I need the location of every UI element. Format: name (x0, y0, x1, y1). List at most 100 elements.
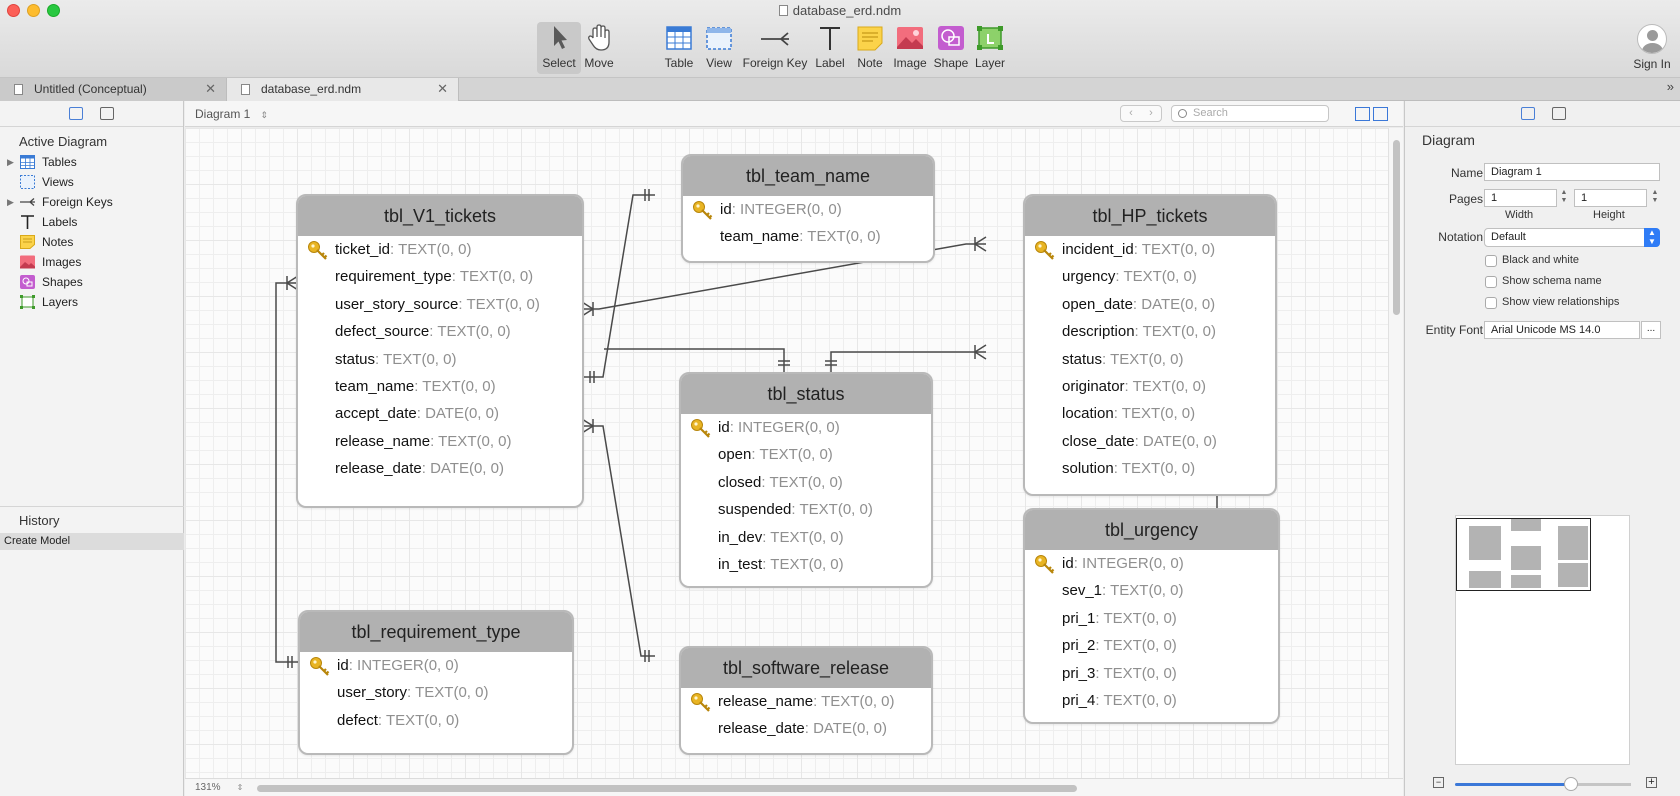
vertical-scrollbar[interactable] (1388, 128, 1403, 778)
disclosure-triangle-icon[interactable]: ▶ (7, 157, 14, 167)
field-row[interactable]: pri_2: TEXT(0, 0) (1062, 637, 1177, 655)
field-row[interactable]: incident_id: TEXT(0, 0) (1025, 236, 1275, 263)
minimize-window-button[interactable] (27, 4, 40, 17)
field-row[interactable]: release_date: DATE(0, 0) (335, 460, 504, 478)
diagram-selector[interactable]: Diagram 1⇕ (195, 107, 268, 121)
tab-untitled-conceptual[interactable]: Untitled (Conceptual) ✕ (0, 78, 227, 101)
field-row[interactable]: user_story_source: TEXT(0, 0) (335, 295, 540, 313)
field-row[interactable]: open: TEXT(0, 0) (718, 446, 833, 464)
foreign-key-tool-button[interactable]: Foreign Key (743, 22, 807, 74)
field-row[interactable]: in_dev: TEXT(0, 0) (718, 528, 844, 546)
field-row[interactable]: release_name: TEXT(0, 0) (335, 432, 512, 450)
field-row[interactable]: status: TEXT(0, 0) (1062, 350, 1184, 368)
field-row[interactable]: id: INTEGER(0, 0) (300, 652, 572, 679)
entity-font-picker-button[interactable]: ... (1641, 321, 1661, 339)
entity-tbl-requirement-type[interactable]: tbl_requirement_type id: INTEGER(0, 0) u… (298, 610, 574, 755)
back-chevron-icon[interactable]: ‹ (1129, 107, 1133, 119)
table-tool-button[interactable]: Table (657, 22, 701, 74)
field-row[interactable]: suspended: TEXT(0, 0) (718, 501, 873, 519)
tab-database-erd[interactable]: database_erd.ndm ✕ (227, 78, 459, 101)
field-row[interactable]: accept_date: DATE(0, 0) (335, 405, 499, 423)
toggle-right-panel-icon[interactable] (1373, 107, 1388, 121)
zoom-slider-knob[interactable] (1564, 777, 1578, 791)
field-row[interactable]: closed: TEXT(0, 0) (718, 473, 843, 491)
entity-tbl-hp-tickets[interactable]: tbl_HP_tickets incident_id: TEXT(0, 0) u… (1023, 194, 1277, 496)
entity-tbl-software-release[interactable]: tbl_software_release release_name: TEXT(… (679, 646, 933, 755)
diagram-canvas[interactable]: tbl_V1_tickets ticket_id: TEXT(0, 0) req… (185, 128, 1388, 778)
field-row[interactable]: id: INTEGER(0, 0) (681, 414, 931, 441)
diagram-overview-minimap[interactable] (1455, 515, 1630, 765)
label-tool-button[interactable]: Label (808, 22, 852, 74)
pages-width-stepper[interactable]: ▲▼ (1560, 189, 1568, 204)
select-tool-button[interactable]: Select (537, 22, 581, 74)
entity-font-field[interactable]: Arial Unicode MS 14.0 (1484, 321, 1640, 339)
field-row[interactable]: defect: TEXT(0, 0) (337, 711, 460, 729)
field-row[interactable]: pri_4: TEXT(0, 0) (1062, 691, 1177, 709)
tree-item-views[interactable]: Views (20, 173, 170, 191)
field-row[interactable]: location: TEXT(0, 0) (1062, 405, 1196, 423)
horizontal-scroll-thumb[interactable] (257, 785, 1077, 792)
properties-tab-icon[interactable] (1521, 107, 1535, 120)
field-row[interactable]: id: INTEGER(0, 0) (683, 196, 933, 223)
sign-in-button[interactable]: Sign In (1632, 24, 1672, 71)
checkbox-box[interactable] (1485, 297, 1497, 309)
vertical-scroll-thumb[interactable] (1393, 140, 1400, 315)
entity-tbl-status[interactable]: tbl_status id: INTEGER(0, 0) open: TEXT(… (679, 372, 933, 588)
model-tree-tab-icon[interactable] (69, 107, 83, 120)
close-tab-icon[interactable]: ✕ (205, 81, 216, 96)
pages-height-field[interactable]: 1 (1574, 189, 1647, 207)
toggle-left-panel-icon[interactable] (1355, 107, 1370, 121)
zoom-in-icon[interactable]: + (1646, 777, 1657, 788)
disclosure-triangle-icon[interactable]: ▶ (7, 197, 14, 207)
field-row[interactable]: originator: TEXT(0, 0) (1062, 377, 1206, 395)
field-row[interactable]: solution: TEXT(0, 0) (1062, 460, 1196, 478)
tree-item-labels[interactable]: Labels (20, 213, 170, 231)
zoom-out-icon[interactable]: − (1433, 777, 1444, 788)
image-tool-button[interactable]: Image (888, 22, 932, 74)
pages-width-field[interactable]: 1 (1484, 189, 1557, 207)
move-tool-button[interactable]: Move (577, 22, 621, 74)
view-tool-button[interactable]: View (697, 22, 741, 74)
viewport-frame[interactable] (1456, 518, 1591, 591)
close-window-button[interactable] (7, 4, 20, 17)
field-row[interactable]: status: TEXT(0, 0) (335, 350, 457, 368)
field-row[interactable]: in_test: TEXT(0, 0) (718, 555, 844, 573)
field-row[interactable]: description: TEXT(0, 0) (1062, 323, 1216, 341)
tree-item-notes[interactable]: Notes (20, 233, 170, 251)
field-row[interactable]: urgency: TEXT(0, 0) (1062, 268, 1197, 286)
shape-tool-button[interactable]: Shape (929, 22, 973, 74)
field-row[interactable]: sev_1: TEXT(0, 0) (1062, 582, 1184, 600)
zoom-window-button[interactable] (47, 4, 60, 17)
search-input[interactable]: Search (1171, 105, 1329, 122)
tab-overflow-chevron-icon[interactable]: » (1666, 79, 1674, 94)
field-row[interactable]: ticket_id: TEXT(0, 0) (298, 236, 582, 263)
black-and-white-checkbox[interactable]: Black and white (1485, 254, 1579, 267)
notation-select[interactable]: Default▲▼ (1484, 228, 1660, 247)
gallery-tab-icon[interactable] (100, 107, 114, 120)
show-view-relationships-checkbox[interactable]: Show view relationships (1485, 296, 1619, 309)
field-row[interactable]: requirement_type: TEXT(0, 0) (335, 268, 534, 286)
checkbox-box[interactable] (1485, 255, 1497, 267)
field-row[interactable]: team_name: TEXT(0, 0) (720, 228, 881, 246)
field-row[interactable]: pri_1: TEXT(0, 0) (1062, 609, 1177, 627)
entity-tbl-urgency[interactable]: tbl_urgency id: INTEGER(0, 0) sev_1: TEX… (1023, 508, 1280, 724)
zoom-slider-track[interactable] (1455, 783, 1631, 786)
entity-tbl-team-name[interactable]: tbl_team_name id: INTEGER(0, 0) team_nam… (681, 154, 935, 263)
checkbox-box[interactable] (1485, 276, 1497, 288)
tree-item-shapes[interactable]: Shapes (20, 273, 170, 291)
entity-tbl-v1-tickets[interactable]: tbl_V1_tickets ticket_id: TEXT(0, 0) req… (296, 194, 584, 508)
field-row[interactable]: release_date: DATE(0, 0) (718, 720, 887, 738)
tree-item-images[interactable]: Images (20, 253, 170, 271)
field-row[interactable]: team_name: TEXT(0, 0) (335, 377, 496, 395)
field-row[interactable]: id: INTEGER(0, 0) (1025, 550, 1278, 577)
history-item[interactable]: Create Model (0, 533, 184, 550)
pages-height-stepper[interactable]: ▲▼ (1651, 189, 1659, 204)
field-row[interactable]: pri_3: TEXT(0, 0) (1062, 664, 1177, 682)
field-row[interactable]: open_date: DATE(0, 0) (1062, 295, 1216, 313)
field-row[interactable]: user_story: TEXT(0, 0) (337, 684, 489, 702)
layer-tool-button[interactable]: Layer (968, 22, 1012, 74)
zoom-level-selector[interactable]: 131%⇕ (195, 782, 243, 793)
tree-item-foreign-keys[interactable]: ▶ Foreign Keys (7, 193, 170, 211)
field-row[interactable]: close_date: DATE(0, 0) (1062, 432, 1217, 450)
forward-chevron-icon[interactable]: › (1149, 107, 1153, 119)
